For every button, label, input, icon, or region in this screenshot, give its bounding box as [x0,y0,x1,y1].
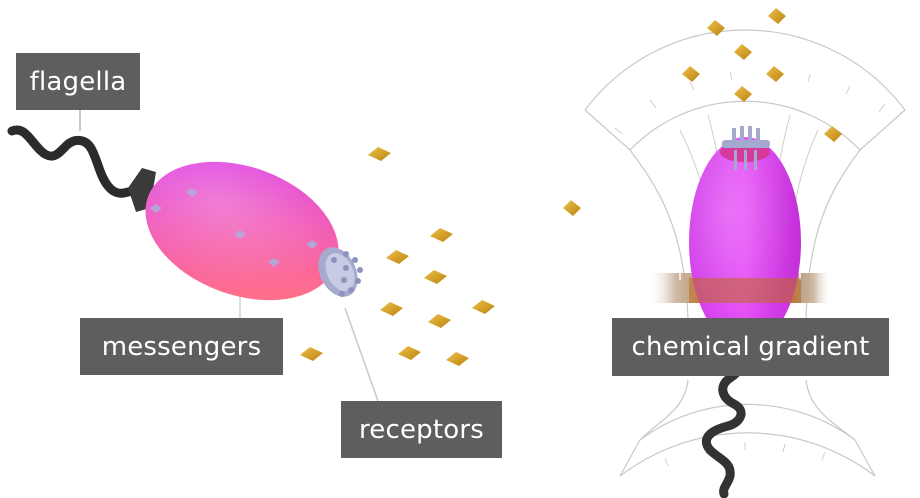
messenger-icon [186,188,198,197]
chemical-molecule-icon [472,300,495,314]
messengers-label: messengers [80,318,283,375]
chemical-molecule-icon [428,314,451,328]
chemical-molecule-icon [368,147,391,161]
chemical-molecule-icon [430,228,453,242]
messenger-icons [150,188,318,267]
chemical-gradient-label: chemical gradient [612,318,889,376]
chemical-molecules-right [563,8,842,216]
flagellum-icon [7,125,139,198]
chemical-molecule-icon [398,346,421,360]
cell-body-icon [145,161,339,301]
chemical-molecule-icon [766,66,784,82]
chemical-molecule-icon [446,352,469,366]
flagella-label: flagella [16,53,140,110]
chemical-molecule-icon [682,66,700,82]
flagellum-icon [701,340,750,498]
receptor-cluster-icon [318,247,363,297]
chemical-molecule-icon [734,86,752,102]
chemical-molecule-icon [824,126,842,142]
chemical-molecule-icon [380,302,403,316]
messenger-icon [234,230,246,239]
receptors-label: receptors [341,401,502,458]
chemical-molecule-icon [707,20,725,36]
chemical-molecule-icon [563,200,581,216]
chemical-molecule-icon [386,250,409,264]
chemical-molecules-left [300,147,495,366]
messenger-icon [268,258,280,267]
chemical-molecule-icon [734,44,752,60]
messenger-icon [306,240,318,249]
cell-body-icon [689,137,801,347]
messenger-icon [150,204,162,213]
receptor-cluster-icon [722,126,770,170]
chemical-molecule-icon [424,270,447,284]
chemical-molecule-icon [768,8,786,24]
receptors-leader-line [344,307,379,402]
chemical-molecule-icon [300,347,323,361]
